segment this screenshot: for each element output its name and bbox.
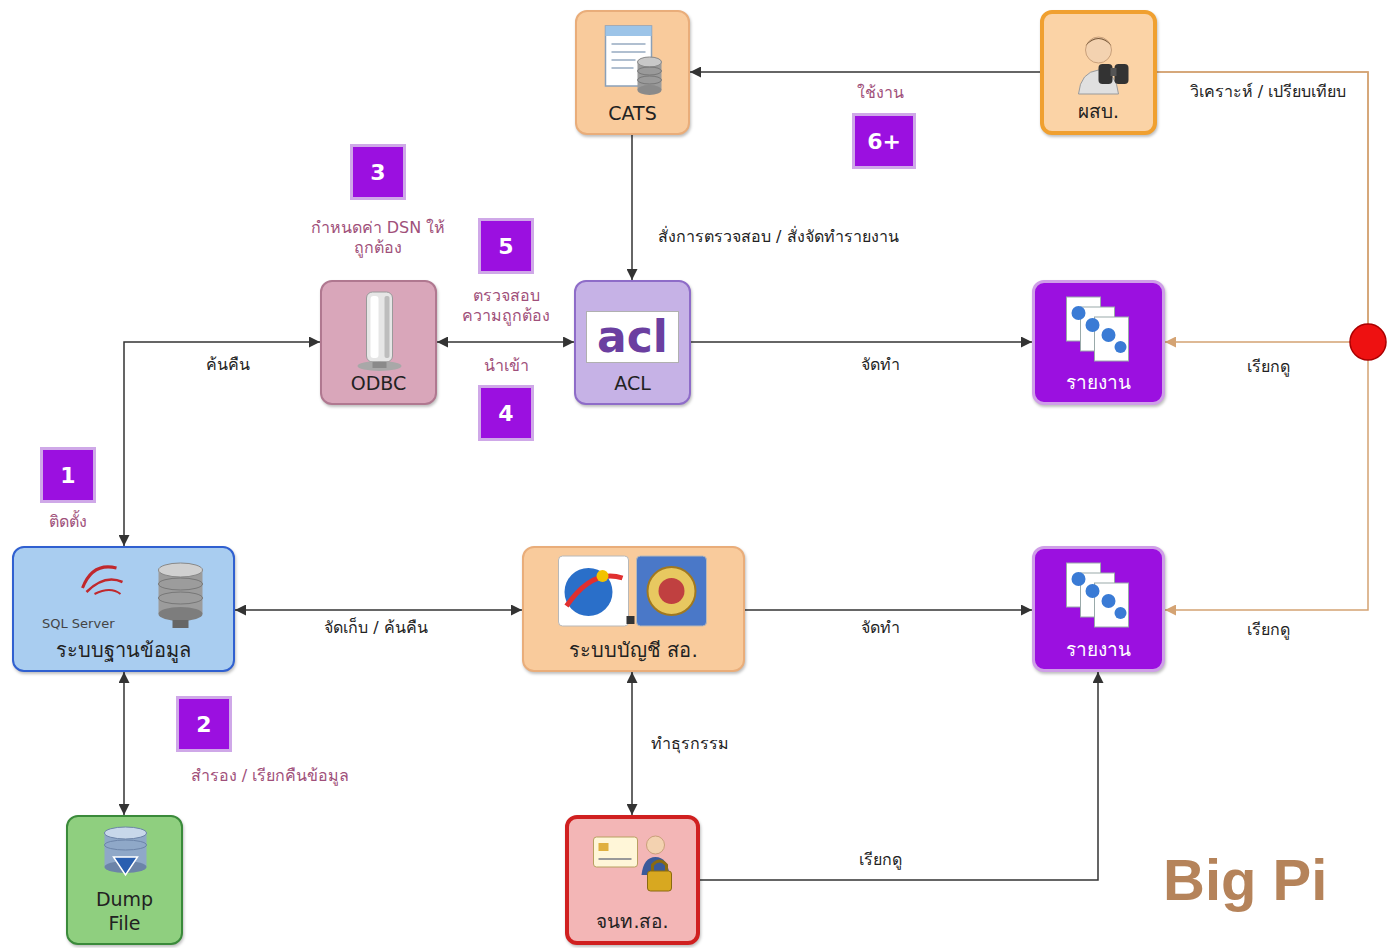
callout-number: 4	[478, 385, 534, 441]
connector	[631, 672, 633, 815]
edge-label: สั่งการตรวจสอบ / สั่งจัดทำรายงาน	[655, 227, 902, 247]
connector	[745, 609, 1032, 611]
connector	[437, 341, 574, 343]
edge-label: ค้นคืน	[203, 355, 253, 375]
node-text: CATS	[608, 101, 656, 125]
callout-number: 3	[350, 144, 406, 200]
edge-label: ทำธุรกรรม	[648, 734, 732, 754]
edge-label: ใช้งาน	[854, 83, 907, 103]
node-text: ACL	[614, 371, 651, 395]
node-text: ระบบบัญชี สอ.	[569, 638, 698, 662]
note-label: วิเคราะห์ / เปรียบเทียบ	[1190, 82, 1347, 102]
tool-box: aclACL	[574, 280, 691, 405]
node-text: Dump File	[85, 887, 165, 935]
logo-text: acl	[586, 311, 679, 363]
edge-label: เรียกดู	[856, 850, 905, 870]
callout-number: 5	[478, 218, 534, 274]
driver-box: ODBC	[320, 280, 437, 405]
connector	[690, 71, 1040, 73]
edge-label: จัดทำ	[858, 618, 903, 638]
step-label: ตรวจสอบ ความถูกต้อง	[451, 286, 561, 326]
report-box: รายงาน	[1032, 546, 1165, 672]
connector	[700, 672, 1098, 880]
connector	[691, 341, 1032, 343]
node-text: รายงาน	[1066, 370, 1131, 394]
callout-number: 6+	[852, 113, 916, 169]
edge-label: เรียกดู	[1244, 357, 1293, 377]
edge-label: จัดเก็บ / ค้นคืน	[321, 618, 431, 638]
edge-label: จัดทำ	[858, 355, 903, 375]
connector	[235, 609, 522, 611]
node-text: ระบบฐานข้อมูล	[56, 638, 191, 662]
step-label: กำหนดค่า DSN ให้ถูกต้อง	[308, 218, 448, 258]
edge-label: นำเข้า	[481, 356, 532, 376]
callout-number: 1	[40, 447, 96, 503]
node-text: ODBC	[351, 371, 407, 395]
system-box: ระบบบัญชี สอ.	[522, 546, 745, 672]
heading-text: Big Pi	[1163, 847, 1327, 913]
connector	[124, 342, 320, 546]
node-text: รายงาน	[1066, 637, 1131, 661]
connector	[1157, 72, 1368, 610]
connector	[1157, 72, 1368, 342]
junction-dot	[1350, 324, 1386, 360]
edge-label: เรียกดู	[1244, 620, 1293, 640]
connector	[631, 135, 633, 280]
node-text: จนท.สอ.	[596, 909, 668, 933]
report-box: รายงาน	[1032, 280, 1165, 405]
node-text: ผสบ.	[1078, 99, 1119, 123]
file-box: Dump File	[66, 815, 183, 945]
actor-box: จนท.สอ.	[565, 815, 700, 945]
step-label: ติดตั้ง	[49, 512, 87, 532]
edge-label: สำรอง / เรียกคืนข้อมูล	[188, 766, 353, 786]
database-box: SQL Server ระบบฐานข้อมูล	[12, 546, 235, 672]
callout-number: 2	[176, 696, 232, 752]
system-box: CATS	[575, 10, 690, 135]
logo-text: SQL Server	[42, 616, 115, 632]
actor-box: ผสบ.	[1040, 10, 1157, 135]
connector	[123, 672, 125, 815]
